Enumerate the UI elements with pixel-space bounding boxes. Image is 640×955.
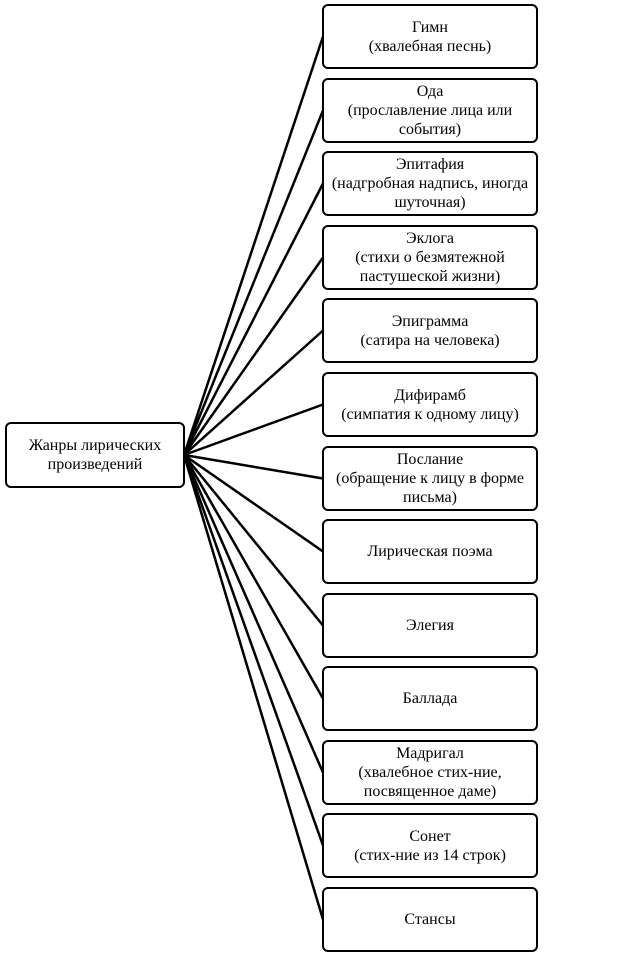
connector-line	[182, 454, 325, 700]
connector-line	[182, 454, 325, 920]
genre-desc: (сатира на человека)	[360, 331, 500, 349]
connector-line	[183, 454, 324, 627]
connector-line	[183, 453, 324, 553]
genre-desc: (симпатия к одному лицу)	[341, 405, 519, 423]
genre-node-lyric-poem: Лирическая поэма	[322, 519, 538, 584]
genre-node-dithyramb: Дифирамб (симпатия к одному лицу)	[322, 372, 538, 437]
genre-title: Мадригал	[396, 745, 464, 762]
connector-line	[182, 36, 325, 456]
genre-title: Эклога	[406, 230, 454, 247]
connector-line	[182, 182, 325, 456]
genre-desc: (хвалебное стих-ние, посвященное даме)	[358, 764, 502, 800]
genre-node-elegy: Элегия	[322, 593, 538, 658]
genre-node-epigram: Эпиграмма (сатира на человека)	[322, 298, 538, 363]
genre-desc: (стих-ние из 14 строк)	[354, 846, 506, 864]
connector-line	[183, 329, 324, 456]
genre-node-madrigal: Мадригал (хвалебное стих-ние, посвященно…	[322, 740, 538, 805]
genre-title: Послание	[396, 451, 464, 468]
genre-desc: (хвалебная песнь)	[368, 37, 492, 55]
root-label: Жанры лирических произведений	[28, 437, 162, 473]
genre-title: Сонет	[409, 827, 451, 845]
connector-line	[182, 256, 325, 456]
genre-node-ode: Ода (прославление лица или события)	[322, 78, 538, 143]
connector-line	[183, 403, 324, 457]
genre-node-epitaph: Эпитафия (надгробная надпись, иногда шут…	[322, 151, 538, 216]
genre-node-epistle: Послание (обращение к лицу в форме письм…	[322, 446, 538, 511]
genre-node-ballad: Баллада	[322, 666, 538, 731]
genre-title: Эпитафия	[395, 156, 465, 173]
genre-desc: (надгробная надпись, иногда шуточная)	[331, 175, 529, 211]
genre-title: Лирическая поэма	[367, 543, 493, 560]
connector-line	[182, 454, 325, 774]
connector-line	[182, 454, 325, 846]
genre-node-eclogue: Эклога (стихи о безмятежной пастушеской …	[322, 225, 538, 290]
genre-title: Дифирамб	[394, 386, 466, 404]
genre-title: Баллада	[402, 690, 458, 707]
connector-line	[183, 453, 324, 480]
genre-title: Ода	[416, 83, 444, 100]
genre-desc: (обращение к лицу в форме письма)	[335, 470, 524, 506]
connector-line	[182, 110, 325, 456]
genre-node-sonnet: Сонет (стих-ние из 14 строк)	[322, 813, 538, 878]
genre-desc: (прославление лица или события)	[347, 102, 513, 138]
genre-node-hymn: Гимн (хвалебная песнь)	[322, 4, 538, 69]
genre-node-stanzas: Стансы	[322, 887, 538, 952]
root-node: Жанры лирических произведений	[5, 422, 185, 488]
genre-title: Стансы	[404, 911, 456, 928]
genre-desc: (стихи о безмятежной пастушеской жизни)	[355, 249, 505, 285]
genre-title: Гимн	[412, 18, 448, 36]
genre-title: Элегия	[406, 617, 454, 634]
genre-title: Эпиграмма	[391, 312, 469, 330]
